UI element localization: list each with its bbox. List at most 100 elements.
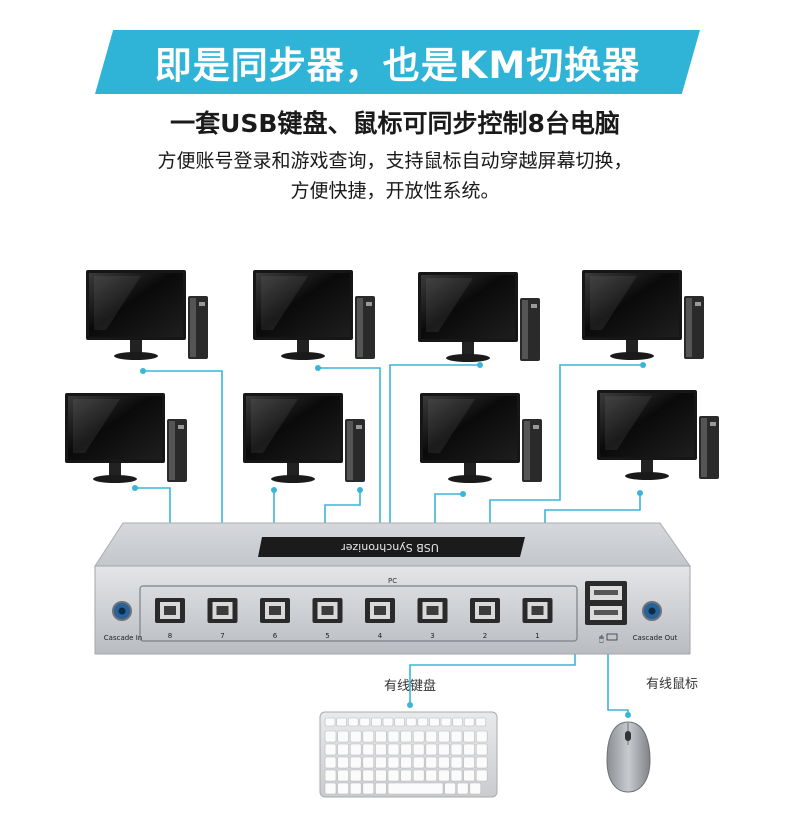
keyboard-key [375,782,387,795]
cable-endpoints [132,362,646,718]
keyboard-key [394,717,405,727]
description-line-1: 方便账号登录和游戏查询，支持鼠标自动穿越屏幕切换， [157,150,633,172]
keyboard-key [349,756,362,769]
wired-mouse [606,721,651,793]
subtitle: 一套USB键盘、鼠标可同步控制8台电脑 [170,109,620,138]
keyboard-key [362,743,375,756]
keyboard-key [475,730,488,743]
keyboard-key [324,743,337,756]
keyboard-key [349,743,362,756]
keyboard-key [405,717,417,727]
keyboard-key [336,717,347,727]
pc-tower [167,419,187,482]
keyboard-key [362,769,375,782]
keyboard-key [362,730,375,743]
keyboard-key [438,769,450,782]
keyboard-key [371,717,382,727]
wired-keyboard [319,711,498,798]
keyboard-key [324,782,337,795]
keyboard-key [375,730,387,743]
keyboard-key [337,782,349,795]
keyboard-key [337,730,349,743]
keyboard-key [362,756,375,769]
keyboard-key [412,756,425,769]
pc-tower [355,296,375,359]
computer-8 [597,390,719,480]
keyboard-key [324,730,337,743]
keyboard-key [450,756,463,769]
cascade-out-label: Cascade Out [633,634,678,642]
keyboard-key [450,730,463,743]
usb-b-port-2[interactable]: 2 [470,598,500,640]
computer-6 [243,393,365,483]
pc-tower [188,296,208,359]
mouse-label: 有线鼠标 [646,677,698,692]
keyboard-key [347,717,359,727]
keyboard-key [425,756,438,769]
pc-tower [522,419,542,482]
device-panel-label: USB Synchronizer [341,541,439,554]
keyboard-key [359,717,371,727]
keyboard-key [400,769,412,782]
keyboard-key [412,743,425,756]
keyboard-key [438,730,450,743]
keyboard-key [337,769,349,782]
keyboard-key [324,769,337,782]
keyboard-key [463,717,475,727]
computer-7 [420,393,542,483]
keyboard-key [400,730,412,743]
port-label: 7 [220,632,224,640]
usb-b-port-1[interactable]: 1 [522,598,553,640]
usb-b-port-8[interactable]: 8 [155,598,185,640]
keyboard-label: 有线键盘 [384,678,436,694]
pc-tower [520,298,540,361]
headline-banner: 即是同步器，也是KM切换器 [95,30,700,94]
keyboard-key [425,769,438,782]
pc-port-frame [139,585,578,642]
port-label: 5 [325,632,329,640]
pc-tower [699,416,719,479]
cable-pc-3 [389,364,480,600]
port-label: 4 [378,632,383,640]
device-top-label-plate [258,537,525,557]
computer-4 [582,270,704,360]
keyboard-key [450,743,463,756]
keyboard-key [475,743,488,756]
keyboard-key [469,782,482,795]
usb-b-port-5[interactable]: 5 [312,598,343,640]
keyboard-key [456,782,469,795]
keyboard-key [438,756,450,769]
keyboard-key [463,743,475,756]
keyboard-key [400,743,412,756]
keyboard-key [400,756,412,769]
computer-1 [86,270,208,360]
keyboard-key [412,769,425,782]
keyboard-key [382,717,394,727]
computer-5 [65,393,187,483]
port-label: 6 [273,632,278,640]
keyboard-key [387,782,444,795]
port-label: 3 [430,632,434,640]
keyboard-key [362,782,375,795]
keyboard-key [463,769,475,782]
usb-b-port-6[interactable]: 6 [260,598,290,640]
pc-tower [345,419,365,482]
keyboard-key [463,730,475,743]
keyboard-key [417,717,429,727]
usb-b-port-4[interactable]: 4 [365,598,395,640]
usb-b-port-3[interactable]: 3 [417,598,448,640]
usb-b-port-7[interactable]: 7 [207,598,238,640]
keyboard-key [452,717,463,727]
keyboard-key [349,782,362,795]
keyboard-key [349,769,362,782]
port-label: 8 [168,632,172,640]
keyboard-key [440,717,452,727]
keyboard-key [337,743,349,756]
keyboard-key [324,717,336,727]
keyboard-key [463,756,475,769]
keyboard-key [425,730,438,743]
mouse-port-icon: 🖱 [599,633,604,643]
cascade-in-label: Cascade In [104,634,142,642]
